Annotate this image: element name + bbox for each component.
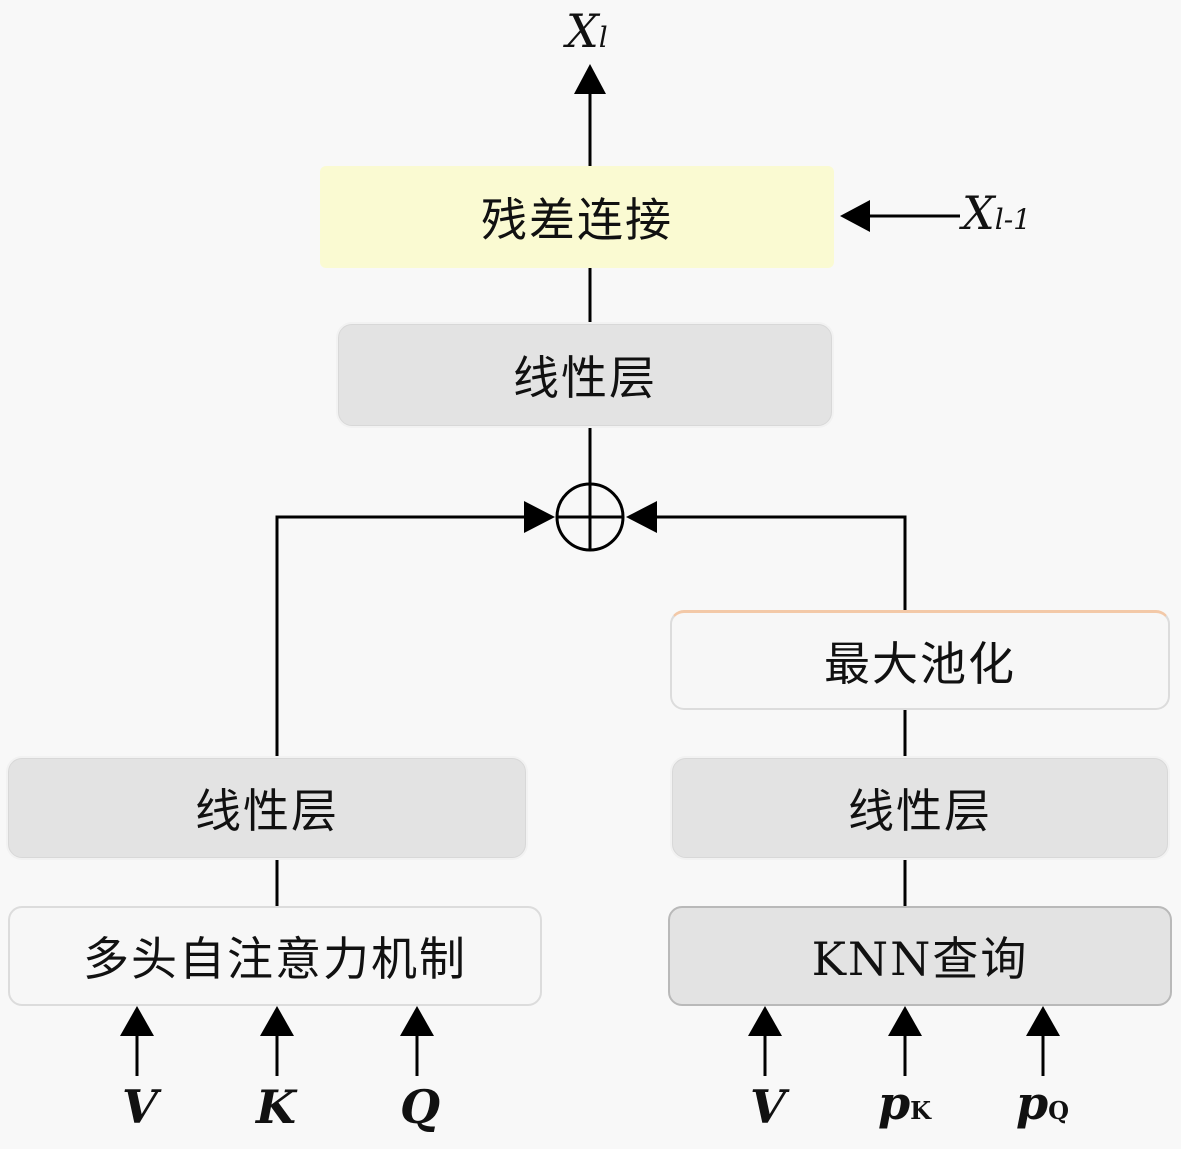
output-label: Xl <box>566 4 608 58</box>
output-arrowhead <box>574 64 606 94</box>
right-branch-arrowhead <box>626 501 657 533</box>
output-label-main: X <box>566 4 599 58</box>
prev-input-label-sub: l-1 <box>994 203 1031 236</box>
linear-layer-left-block: 线性层 <box>8 758 526 858</box>
max-pooling-block: 最大池化 <box>670 610 1170 710</box>
input-v-right-text: V <box>750 1080 786 1134</box>
prev-input-label: Xl-1 <box>962 186 1031 240</box>
residual-input-arrowhead <box>840 200 870 232</box>
adder-icon <box>555 482 625 552</box>
input-k: K <box>256 1080 296 1134</box>
residual-connection-block: 残差连接 <box>320 166 834 268</box>
input-q-text: Q <box>400 1080 441 1134</box>
input-pk: pK <box>878 1076 931 1130</box>
input-pq-sub: Q <box>1048 1096 1070 1125</box>
max-pooling-label: 最大池化 <box>824 636 1016 691</box>
linear-layer-right-block: 线性层 <box>672 758 1168 858</box>
input-v-right: V <box>750 1080 786 1134</box>
left-branch-arrowhead <box>524 501 555 533</box>
input-pq: pQ <box>1016 1076 1069 1130</box>
input-pk-main: p <box>878 1076 911 1130</box>
linear-layer-right-label: 线性层 <box>848 784 992 838</box>
right-input-arrows <box>748 1006 1060 1076</box>
input-v-left: V <box>122 1080 158 1134</box>
linear-layer-left-label: 线性层 <box>195 784 339 838</box>
wire-right-branch <box>654 515 907 610</box>
input-pk-sub: K <box>910 1096 932 1125</box>
linear-layer-top-block: 线性层 <box>338 324 832 426</box>
input-q: Q <box>400 1080 440 1134</box>
wire-left-branch <box>275 515 528 758</box>
multi-head-self-attention-block: 多头自注意力机制 <box>8 906 542 1006</box>
multi-head-self-attention-label: 多头自注意力机制 <box>83 932 467 986</box>
linear-layer-top-label: 线性层 <box>513 351 657 405</box>
knn-query-block: KNN查询 <box>668 906 1172 1006</box>
input-v-left-text: V <box>122 1080 158 1134</box>
left-input-arrows <box>120 1006 434 1076</box>
output-label-sub: l <box>598 21 608 54</box>
residual-connection-label: 残差连接 <box>481 193 673 247</box>
prev-input-label-main: X <box>962 186 995 240</box>
knn-query-label: KNN查询 <box>811 932 1029 986</box>
input-k-text: K <box>256 1080 296 1134</box>
input-pq-main: p <box>1016 1076 1049 1130</box>
